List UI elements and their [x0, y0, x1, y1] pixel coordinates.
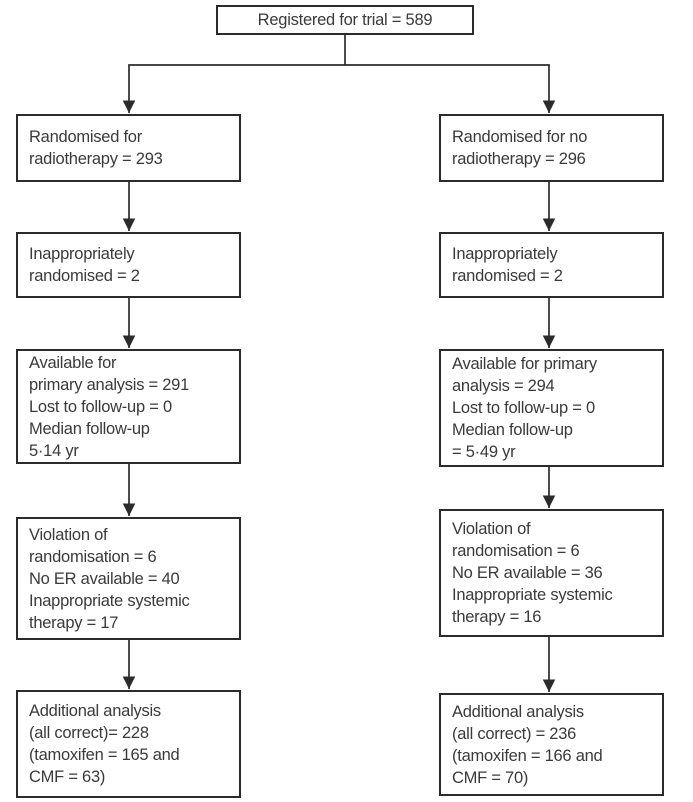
box-inappropriately-randomised-right: Inappropriately randomised = 2 [439, 232, 664, 298]
box-available-primary-analysis-left: Available for primary analysis = 291 Los… [16, 349, 241, 464]
box-additional-analysis-left: Additional analysis (all correct)= 228 (… [16, 690, 241, 798]
box-violation-left: Violation of randomisation = 6 No ER ava… [16, 517, 241, 640]
box-available-primary-analysis-right: Available for primary analysis = 294 Los… [439, 349, 664, 467]
box-randomised-radiotherapy: Randomised for radiotherapy = 293 [16, 114, 241, 182]
box-violation-right: Violation of randomisation = 6 No ER ava… [439, 509, 664, 637]
box-inappropriately-randomised-left: Inappropriately randomised = 2 [16, 232, 241, 298]
box-registered: Registered for trial = 589 [216, 5, 474, 35]
box-additional-analysis-right: Additional analysis (all correct) = 236 … [439, 693, 664, 796]
box-randomised-no-radiotherapy: Randomised for no radiotherapy = 296 [439, 114, 664, 182]
